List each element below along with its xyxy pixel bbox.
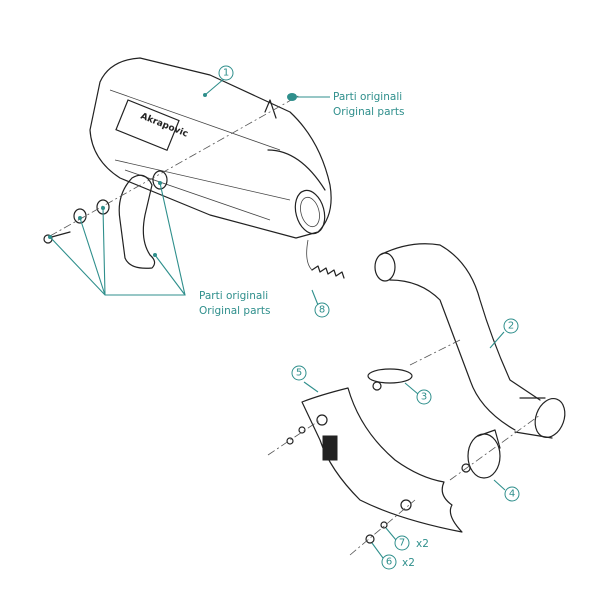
svg-text:Parti originali: Parti originali (333, 91, 402, 103)
callout-4: 4 (504, 486, 520, 502)
original-parts-note-left: Parti originali Original parts (199, 290, 270, 317)
svg-text:4: 4 (509, 489, 515, 500)
original-parts-note-top: Parti originali Original parts (333, 91, 404, 118)
svg-text:8: 8 (319, 305, 325, 316)
svg-text:Original parts: Original parts (199, 305, 270, 317)
callout-8: 8 (314, 302, 330, 318)
svg-text:Original parts: Original parts (333, 106, 404, 118)
svg-text:x2: x2 (416, 538, 429, 550)
heat-shield-part (286, 387, 463, 533)
svg-text:x2: x2 (402, 557, 415, 569)
svg-text:5: 5 (296, 368, 302, 379)
svg-text:1: 1 (223, 68, 229, 79)
callout-6: 6 x2 (381, 554, 415, 570)
svg-text:6: 6 (386, 557, 392, 568)
link-pipe-part (374, 243, 566, 439)
svg-text:3: 3 (421, 392, 427, 403)
svg-text:Parti originali: Parti originali (199, 290, 268, 302)
clamp-small-part (367, 368, 413, 391)
callout-7: 7 x2 (394, 535, 429, 551)
muffler-part: Akrapovic (89, 57, 332, 239)
callout-1: 1 (218, 65, 234, 81)
clamp-large-part (461, 429, 501, 479)
callout-3: 3 (416, 389, 432, 405)
callout-5: 5 (291, 365, 307, 381)
callout-2: 2 (503, 318, 519, 334)
spring-part (311, 265, 345, 279)
svg-text:7: 7 (399, 538, 405, 549)
svg-text:2: 2 (508, 321, 514, 332)
